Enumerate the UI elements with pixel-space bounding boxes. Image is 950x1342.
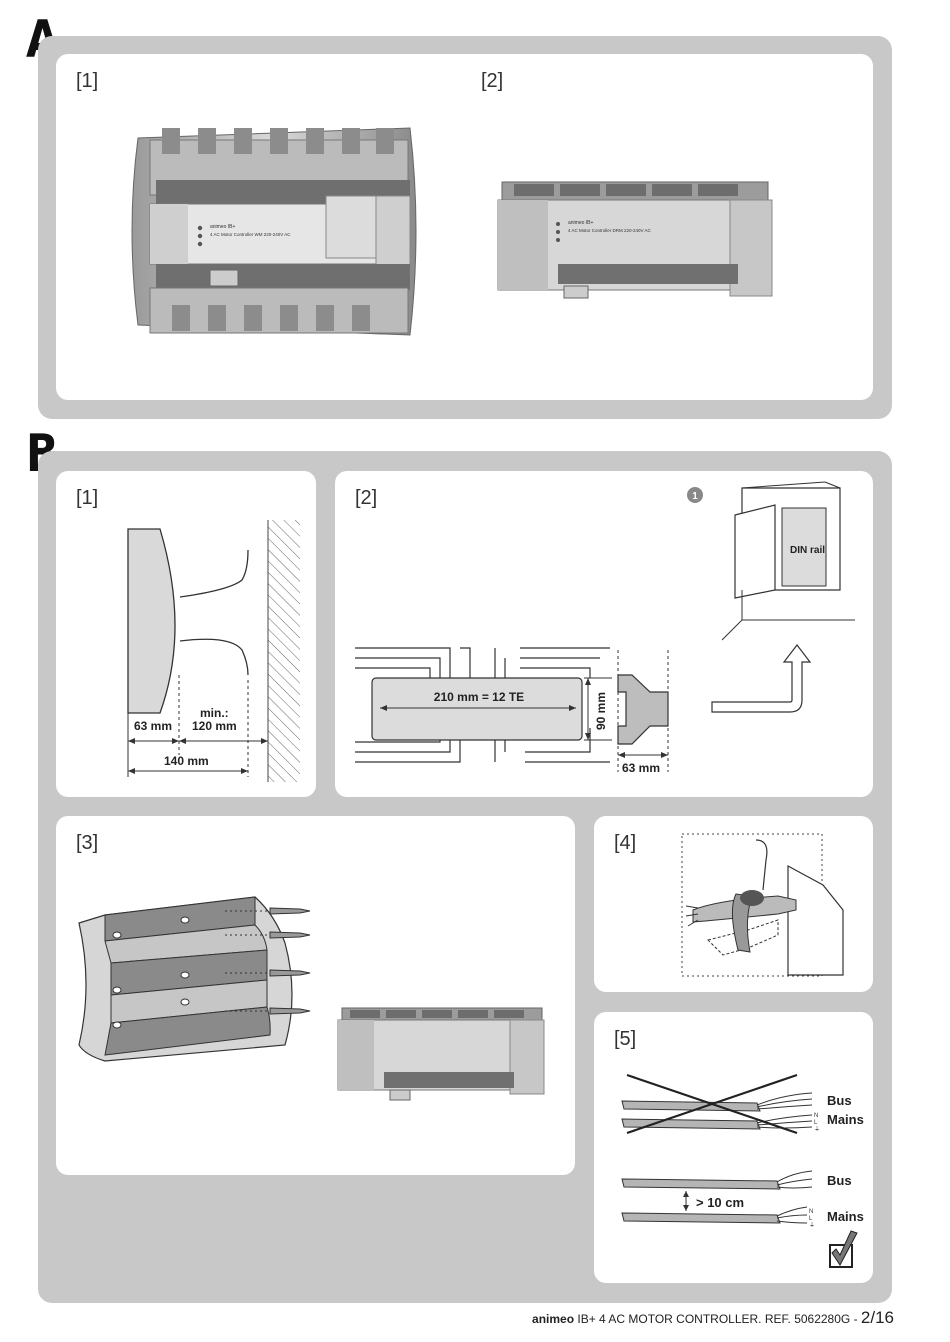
dim-140mm-label: 140 mm [164,754,209,768]
dim-63mm-label: 63 mm [134,719,172,733]
controller-wall-mount-image: animeo IB+ 4 AC Motor Controller WM 220-… [131,127,417,336]
l-label-wrong: L [814,1120,818,1126]
mains-label-wrong: Mains [827,1112,864,1127]
din-rail-dimension-diagram: 1 DIN rail 210 mm = 12 TE 90 mm 63 mm [355,481,855,775]
svg-text:4 AC Motor Controller WM 220-2: 4 AC Motor Controller WM 220-240V AC [210,232,291,237]
n-label-wrong: N [814,1113,818,1119]
width-dimension-label: 210 mm = 12 TE [434,690,524,704]
figure-a1-label: [1] [76,70,99,92]
figure-b3-label: [3] [76,832,99,854]
svg-text:animeo IB+: animeo IB+ [210,224,236,230]
dim-min-label: min.: [200,706,229,720]
step-marker-1: 1 [692,491,698,502]
l-label-correct: L [809,1216,813,1222]
controller-mounted-image [337,1007,545,1101]
wrong-routing-cables [621,1073,813,1135]
mains-label-correct: Mains [827,1209,864,1224]
svg-text:4 AC Motor Controller DRM 220-: 4 AC Motor Controller DRM 220-240V AC [568,228,652,233]
depth-dimension-label: 63 mm [622,761,660,775]
svg-text:animeo IB+: animeo IB+ [568,220,594,226]
dim-120mm-label: 120 mm [192,719,237,733]
page-footer: animeo IB+ 4 AC MOTOR CONTROLLER. REF. 5… [532,1308,894,1328]
footer-text: IB+ 4 AC MOTOR CONTROLLER. REF. 5062280G… [574,1312,861,1326]
figure-b5-label: [5] [614,1028,637,1050]
figure-b2-label: [2] [355,487,378,509]
page-number: 2/16 [860,1308,894,1327]
cable-tie-diagram [681,833,844,977]
bus-label-correct: Bus [827,1173,852,1188]
footer-brand: animeo [532,1312,575,1326]
figure-b4-label: [4] [614,832,637,854]
figure-a2-label: [2] [481,70,504,92]
figure-b1-label: [1] [76,487,99,509]
height-dimension-label: 90 mm [594,692,608,730]
wall-mount-screws-diagram [78,896,311,1062]
pe-label-correct: ⏚ [809,1222,815,1229]
cable-separation-diagram: Bus Mains N L ⏚ > 10 cm Bus Mains N L ⏚ [621,1073,864,1268]
figure-b5-panel [594,1012,873,1283]
bus-label-wrong: Bus [827,1093,852,1108]
wall-clearance-diagram: 63 mm min.: 120 mm 140 mm [127,520,300,782]
distance-label: > 10 cm [696,1195,744,1210]
n-label-correct: N [809,1209,813,1215]
din-rail-label: DIN rail [790,545,825,556]
pe-label-wrong: ⏚ [814,1126,820,1133]
controller-din-rail-image: animeo IB+ 4 AC Motor Controller DRM 220… [497,181,773,299]
checkmark-icon [829,1230,858,1268]
